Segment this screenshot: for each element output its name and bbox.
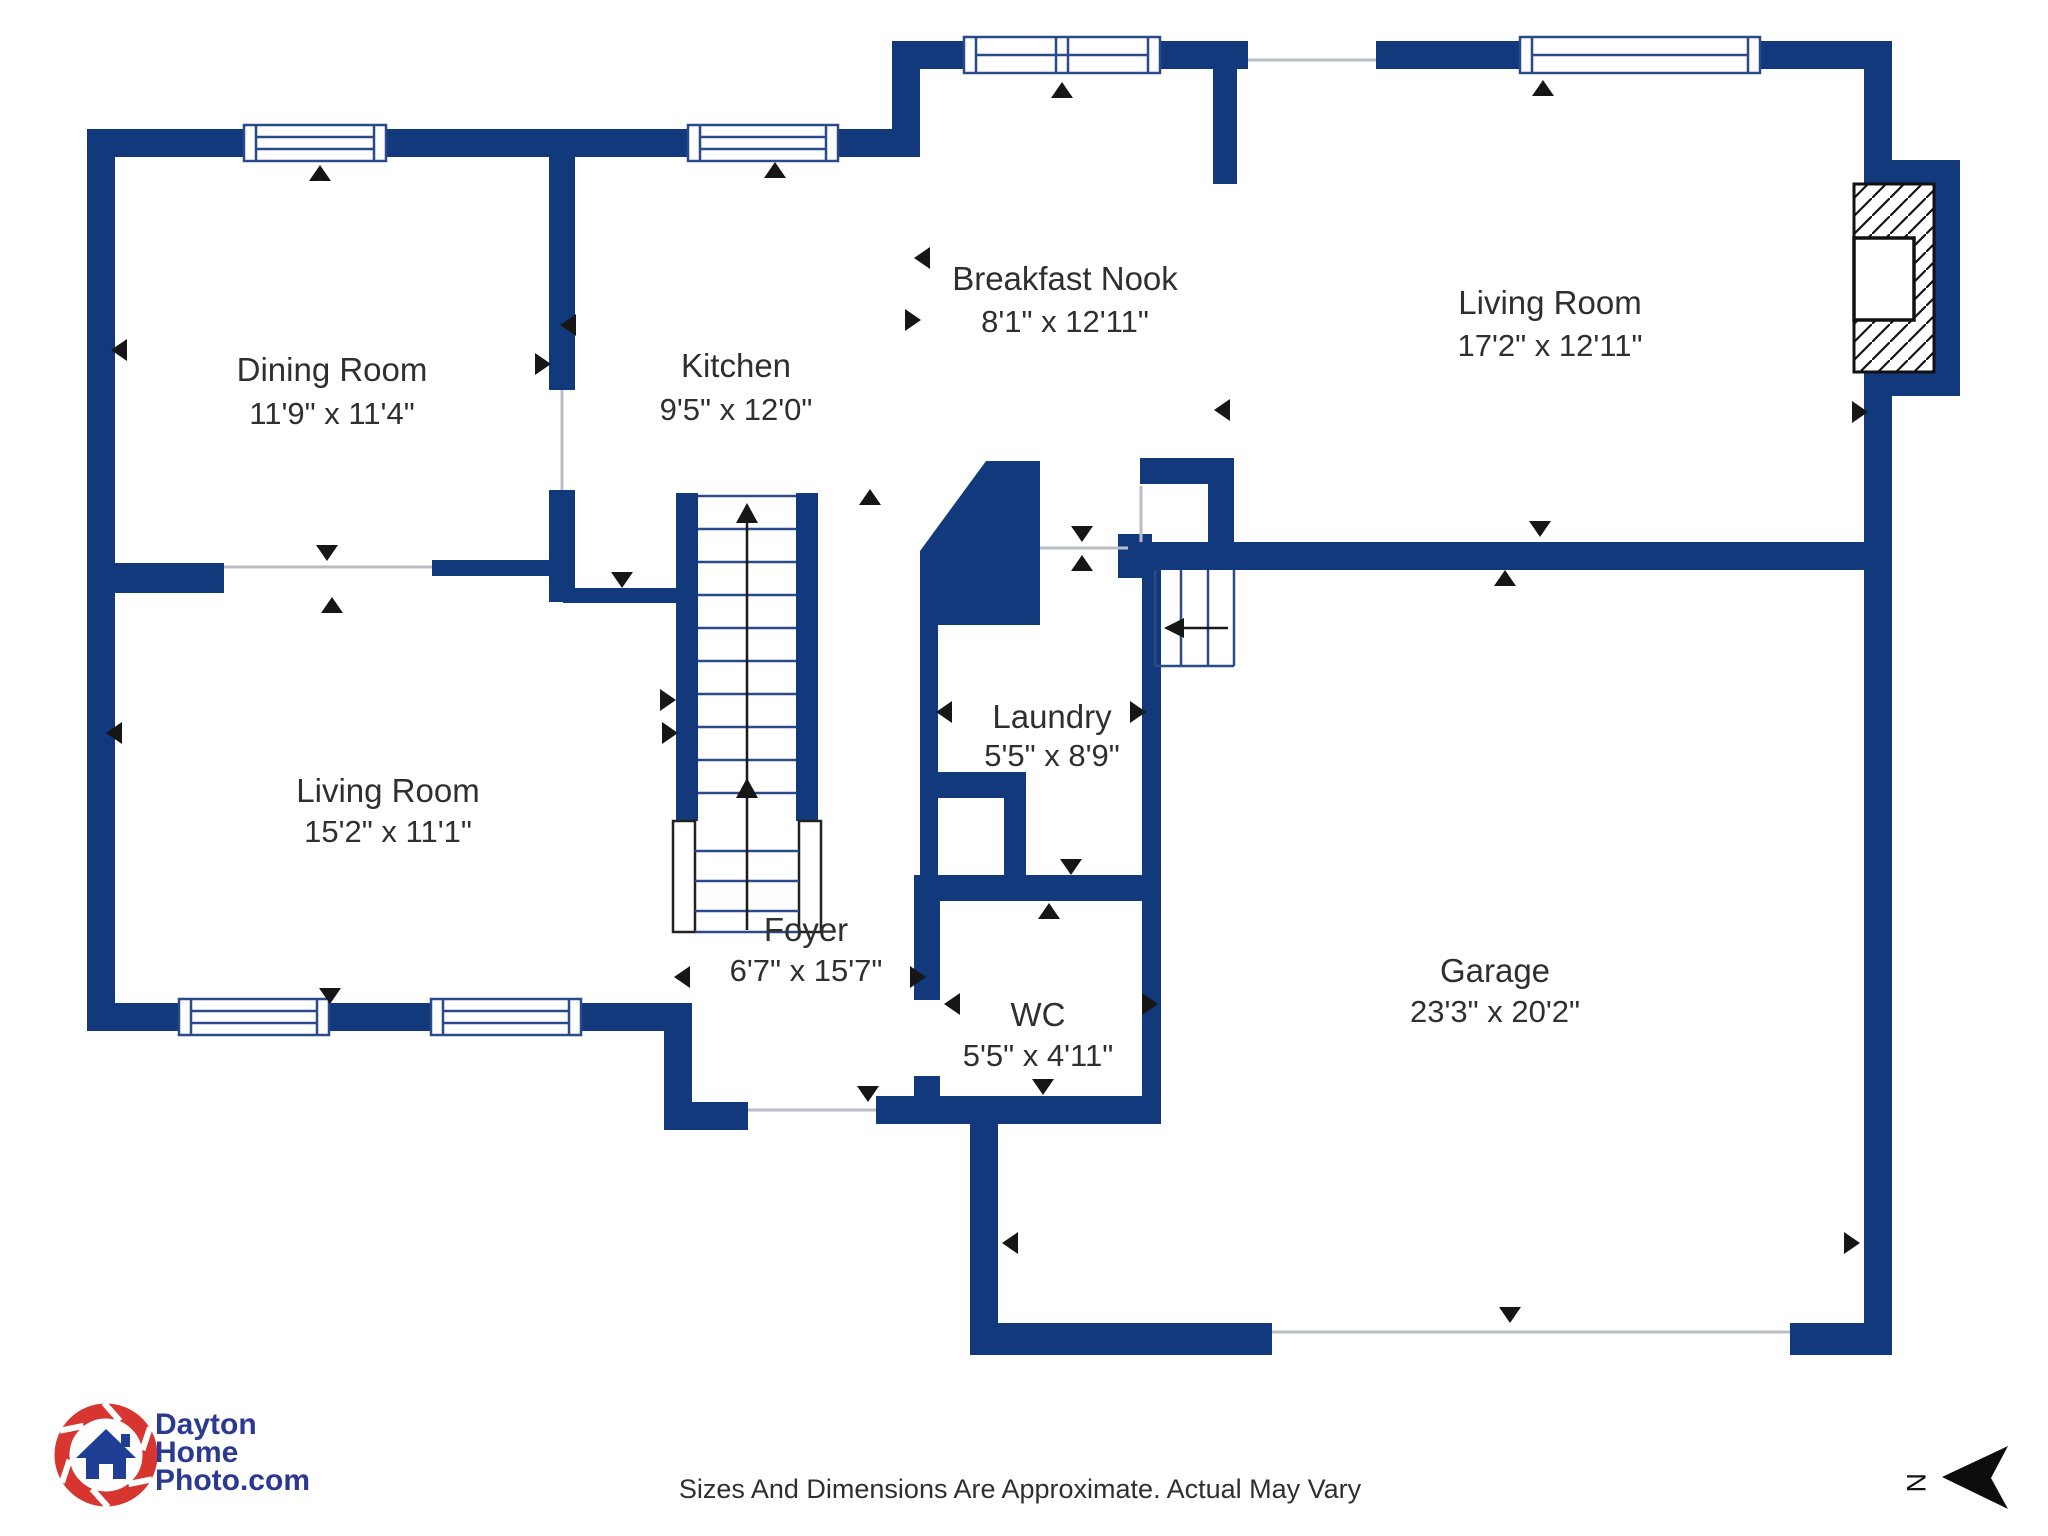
logo-line2: Home [155, 1436, 238, 1469]
window-living-upper [1518, 35, 1762, 75]
staircase [671, 494, 823, 934]
logo: Dayton Home Photo.com [54, 1401, 310, 1509]
room-dims-nook: 8'1" x 12'11" [981, 304, 1149, 339]
stairs-up-arrow-icon [736, 503, 758, 523]
room-title-living-lower: Living Room [296, 772, 479, 809]
steps-down-arrow-icon [1164, 618, 1184, 638]
room-title-living-upper: Living Room [1458, 284, 1641, 321]
window-kitchen [686, 123, 840, 163]
room-title-foyer: Foyer [764, 911, 848, 948]
room-dims-foyer: 6'7" x 15'7" [730, 953, 883, 988]
room-dims-kitchen: 9'5" x 12'0" [660, 392, 813, 427]
room-dims-living-upper: 17'2" x 12'11" [1458, 328, 1643, 363]
room-dims-dining: 11'9" x 11'4" [249, 396, 414, 431]
room-title-wc: WC [1011, 996, 1066, 1033]
logo-house-icon [76, 1429, 136, 1479]
room-title-kitchen: Kitchen [681, 347, 791, 384]
compass-north-icon: N [1901, 1446, 2008, 1509]
stairs-up-arrow-icon [736, 778, 758, 798]
logo-camera-shutter-icon [54, 1401, 158, 1509]
compass-north-label: N [1901, 1473, 1931, 1493]
room-title-garage: Garage [1440, 952, 1550, 989]
understairs-angled-wall [920, 461, 1040, 625]
window-dining [242, 123, 388, 163]
garage-steps [1153, 570, 1236, 668]
window-living-lower-left [177, 997, 331, 1037]
window-breakfast-nook [962, 35, 1162, 75]
room-dims-garage: 23'3" x 20'2" [1410, 994, 1580, 1029]
logo-line3: Photo.com [155, 1464, 310, 1497]
disclaimer-text: Sizes And Dimensions Are Approximate. Ac… [679, 1474, 1362, 1504]
room-dims-living-lower: 15'2" x 11'1" [304, 814, 472, 849]
room-title-nook: Breakfast Nook [952, 260, 1178, 297]
room-title-laundry: Laundry [992, 698, 1112, 735]
door-markers [106, 80, 1868, 1323]
room-title-dining: Dining Room [237, 351, 428, 388]
room-dims-laundry: 5'5" x 8'9" [984, 738, 1120, 773]
room-dims-wc: 5'5" x 4'11" [963, 1038, 1113, 1073]
window-living-lower-right [429, 997, 583, 1037]
opening-lines [224, 58, 1790, 1334]
room-labels: Dining Room 11'9" x 11'4" Kitchen 9'5" x… [237, 260, 1643, 1073]
logo-line1: Dayton [155, 1408, 257, 1441]
fireplace [1852, 182, 1936, 374]
